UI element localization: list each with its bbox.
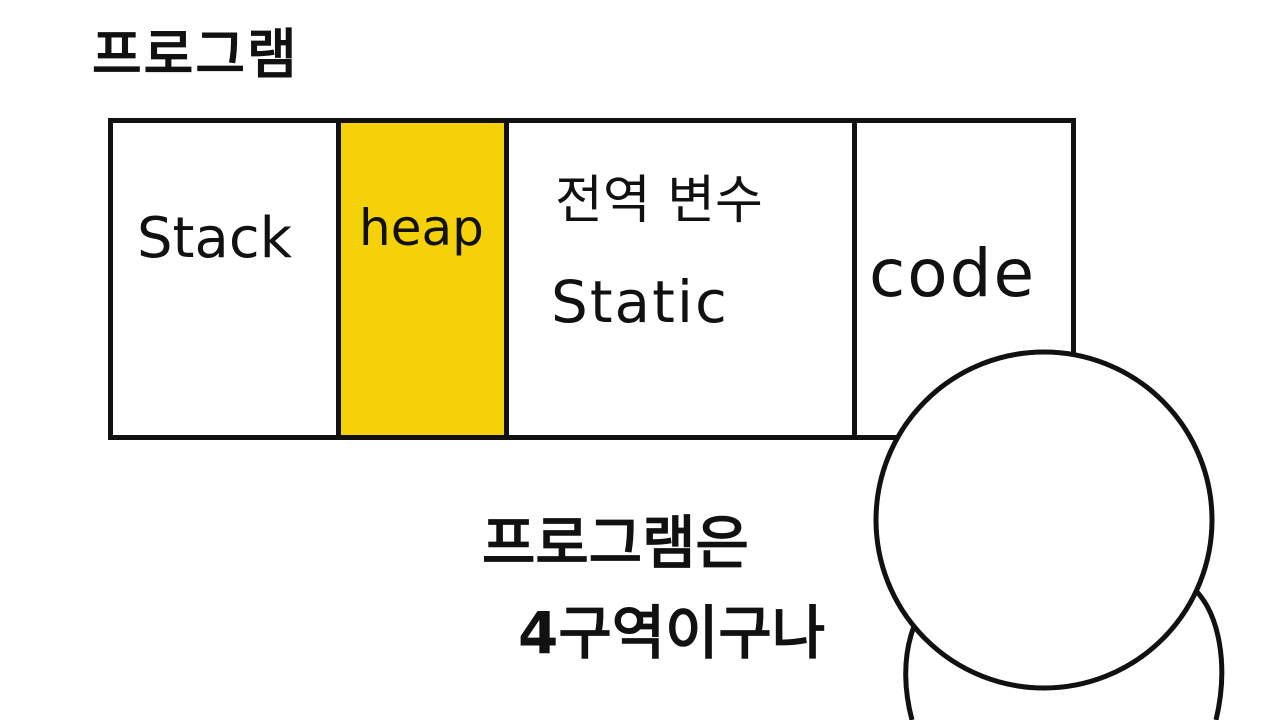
segment-static-label-english: Static [551,268,729,336]
speech-caption-line-2: 4구역이구나 [518,599,826,667]
speech-caption-line-1: 프로그램은 [482,509,749,577]
segment-code-label: code [869,235,1037,312]
segment-stack: Stack [113,123,341,435]
diagram-title: 프로그램 [92,23,299,86]
memory-layout-bar: Stack heap 전역 변수 Static code [108,118,1076,440]
segment-heap: heap [341,123,509,435]
character-body [903,549,1225,720]
segment-code: code [857,123,1071,435]
segment-static-label-korean: 전역 변수 [555,171,763,231]
segment-heap-label: heap [359,199,484,257]
segment-stack-label: Stack [137,206,293,271]
segment-static: 전역 변수 Static [509,123,857,435]
